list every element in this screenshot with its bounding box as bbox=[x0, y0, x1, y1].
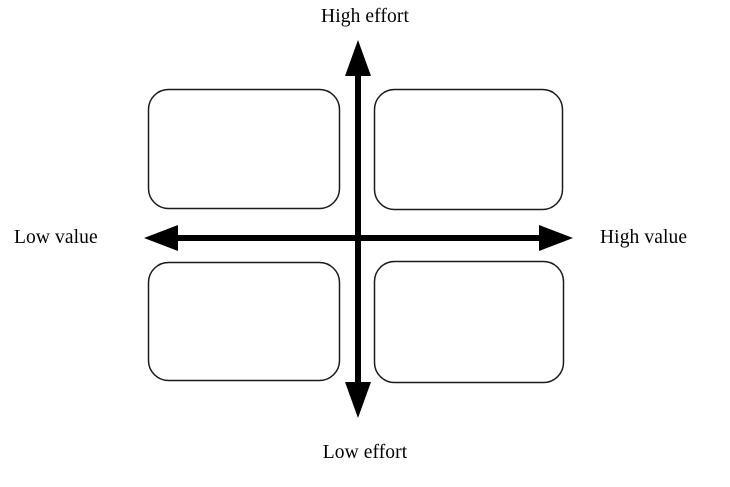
quadrant-box-bottom-right[interactable] bbox=[373, 260, 565, 384]
axis-label-high-value: High value bbox=[600, 227, 688, 248]
axis-label-high-effort: High effort bbox=[321, 6, 409, 27]
quadrant-box-top-right[interactable] bbox=[373, 88, 564, 211]
quadrant-box-bottom-left[interactable] bbox=[147, 261, 341, 382]
axis-label-low-value: Low value bbox=[14, 227, 98, 248]
arrowhead-down-icon bbox=[345, 382, 371, 418]
arrowhead-up-icon bbox=[345, 40, 371, 76]
axis-label-low-effort: Low effort bbox=[322, 442, 408, 463]
arrowhead-left-icon bbox=[144, 225, 178, 251]
arrowhead-right-icon bbox=[539, 225, 573, 251]
quadrant-box-top-left[interactable] bbox=[147, 88, 341, 210]
